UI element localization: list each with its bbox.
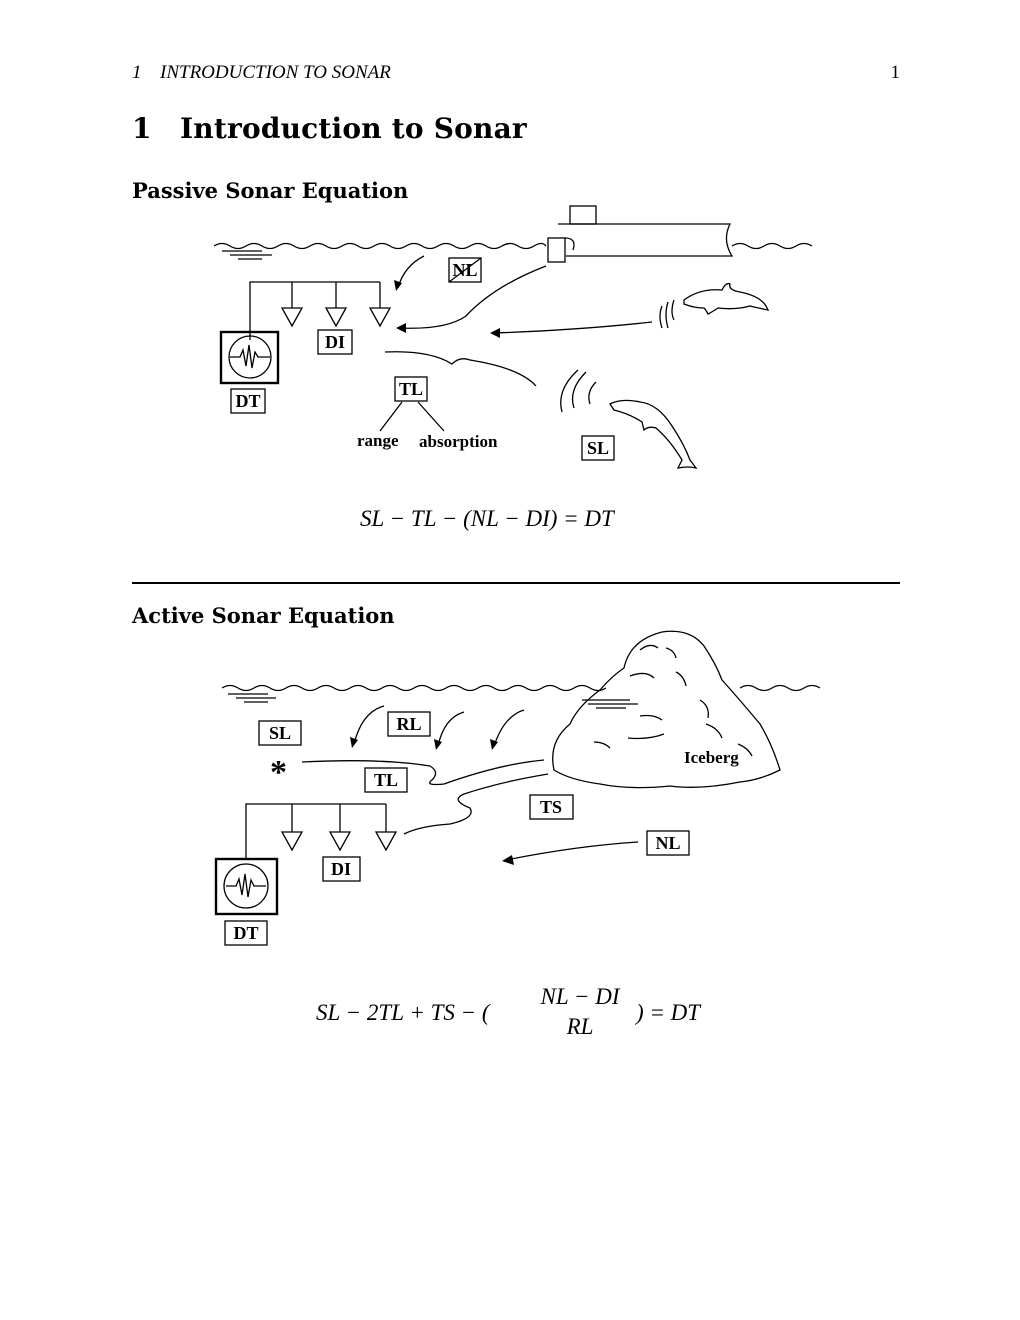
active-sonar-equation: SL − 2TL + TS − ( NL − DI RL ) = DT — [316, 982, 736, 1044]
iceberg-icon — [552, 630, 781, 789]
section-title-text: Introduction to Sonar — [180, 112, 527, 145]
label-sl: SL — [587, 438, 609, 458]
label-dt: DT — [235, 391, 260, 411]
label-iceberg: Iceberg — [684, 748, 739, 767]
hydrophone-array — [249, 281, 392, 340]
source-star: * — [270, 754, 287, 791]
section-title: 1 Introduction to Sonar — [132, 112, 527, 145]
label-nl: NL — [655, 833, 680, 853]
label-dt: DT — [233, 923, 258, 943]
running-header-title: INTRODUCTION TO SONAR — [160, 62, 391, 83]
ship-icon — [547, 205, 734, 263]
running-header: 1 INTRODUCTION TO SONAR 1 — [132, 62, 900, 84]
active-sonar-diagram: SL RL TL TS NL DI DT Iceberg * — [214, 630, 821, 946]
sonar-display-icon — [219, 330, 280, 385]
label-range: range — [357, 431, 399, 450]
section-divider — [132, 582, 900, 584]
active-equation-denominator: RL — [566, 1014, 594, 1039]
running-header-section-number: 1 — [132, 62, 142, 83]
active-equation-right: ) = DT — [636, 1000, 701, 1025]
active-equation-left: SL − 2TL + TS − ( — [316, 1000, 490, 1025]
hydrophone-array — [245, 803, 398, 860]
label-di: DI — [331, 859, 351, 879]
small-dolphin-icon — [659, 282, 770, 329]
section-number: 1 — [132, 112, 152, 145]
active-sonar-heading: Active Sonar Equation — [132, 603, 395, 628]
passive-sonar-heading: Passive Sonar Equation — [132, 178, 409, 203]
label-nl: NL — [452, 260, 477, 280]
label-tl: TL — [399, 379, 423, 399]
passive-sonar-equation: SL − TL − (NL − DI) = DT — [360, 506, 614, 531]
large-dolphin-icon — [560, 369, 698, 470]
label-rl: RL — [396, 714, 421, 734]
label-ts: TS — [540, 797, 562, 817]
label-absorption: absorption — [419, 432, 498, 451]
label-sl: SL — [269, 723, 291, 743]
sonar-display-icon — [214, 857, 279, 916]
label-di: DI — [325, 332, 345, 352]
passive-sonar-diagram: NL DI DT TL SL range absorption — [213, 205, 813, 470]
label-tl: TL — [374, 770, 398, 790]
active-equation-numerator: NL − DI — [540, 984, 620, 1009]
sea-surface-wave — [213, 242, 547, 250]
page-number: 1 — [890, 62, 901, 83]
sea-surface-wave-right — [731, 242, 813, 250]
